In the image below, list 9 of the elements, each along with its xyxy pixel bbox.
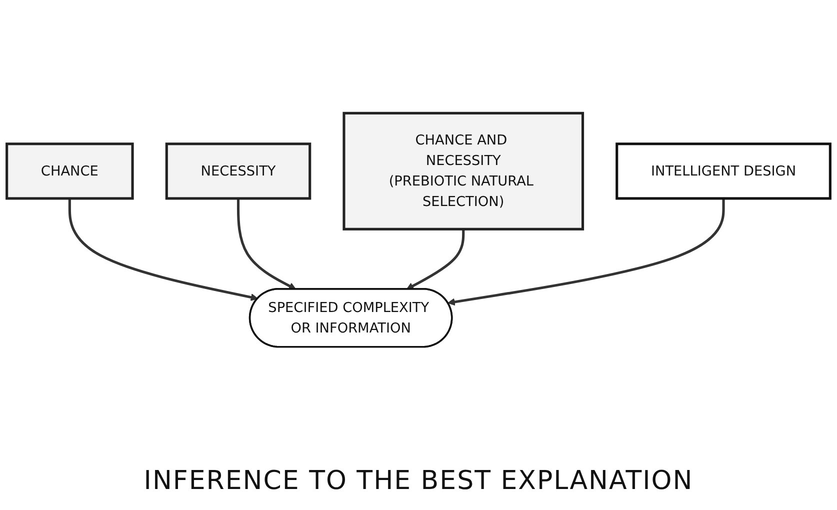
caption: INFERENCE TO THE BEST EXPLANATION [144,465,694,498]
node-box: CHANCE AND NECESSITY (PREBIOTIC NATURAL SELECTION) [342,112,584,230]
arrow [448,198,725,306]
arrow [68,198,258,301]
arrow [236,198,296,290]
node-box: INTELLIGENT DESIGN [616,142,832,200]
node-box: NECESSITY [165,142,312,200]
arrow [406,229,465,290]
node-box: CHANCE [6,142,134,200]
